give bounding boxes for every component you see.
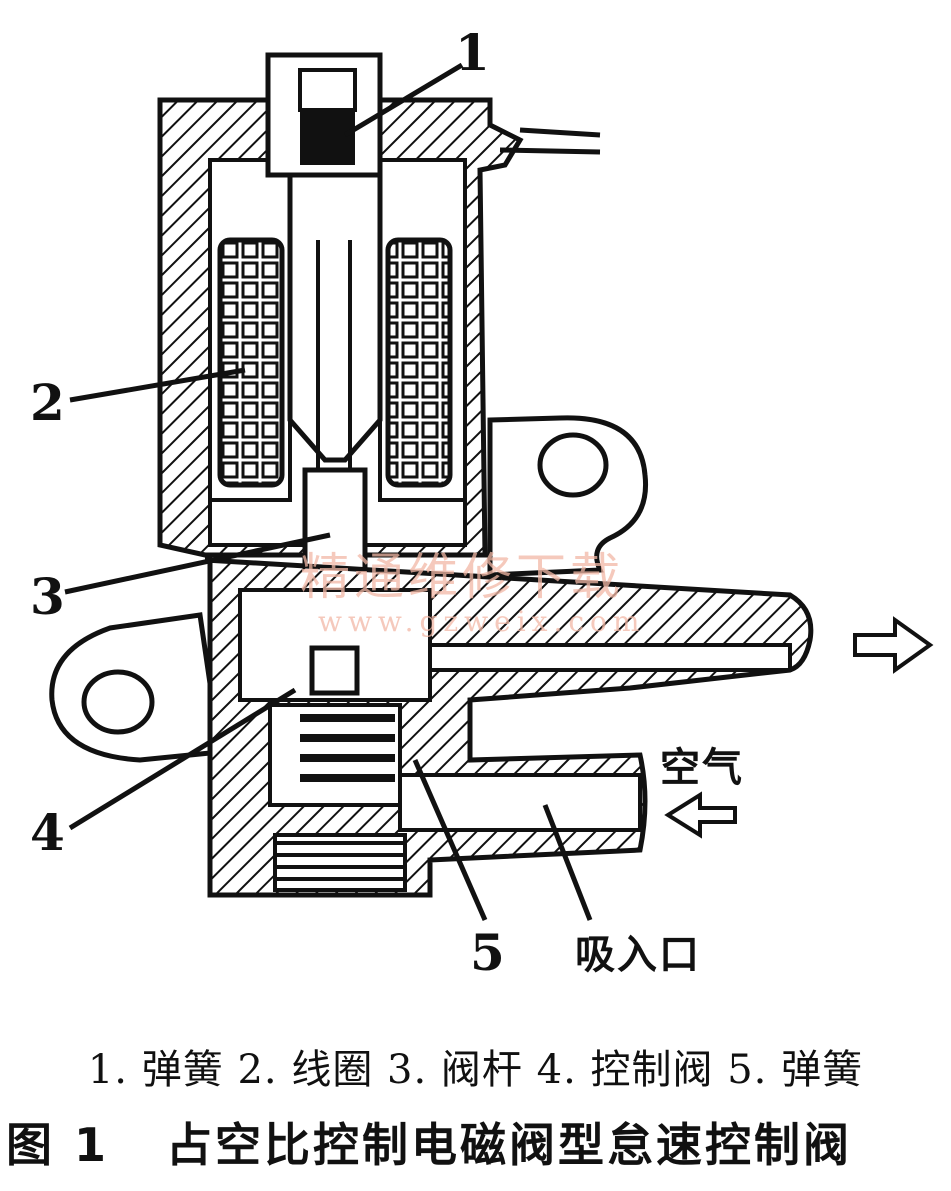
outlet-arrow [853,616,934,674]
air-label: 空气 [660,745,744,791]
right-mounting-flange [487,415,649,578]
leader-lines [64,62,593,922]
coil-windings [208,160,467,502]
watermark-text: 精通维修下载 [300,548,624,606]
watermark-url: www.gzweix.com [318,605,646,638]
callout-4: 4 [30,803,65,862]
callout-5: 5 [470,923,505,982]
solenoid-valve-diagram: 1 2 3 4 5 空气 吸入口 精通维修下载 www.gzweix.com [30,23,934,982]
leader-line-2 [69,367,246,403]
inlet-label: 吸入口 [575,932,701,978]
parts-legend: 1. 弹簧 2. 线圈 3. 阀杆 4. 控制阀 5. 弹簧 [87,1047,864,1093]
lower-body-outlet [204,557,814,898]
leader-line-4 [68,687,297,831]
inlet-arrow [664,791,737,839]
callout-1: 1 [455,23,490,82]
callout-3: 3 [30,567,65,626]
figure-title: 占空比控制电磁阀型怠速控制阀 [166,1118,852,1172]
valve-cross-section [49,52,934,922]
callout-2: 2 [30,373,65,432]
leader-line-5 [412,758,488,922]
leader-line-3 [64,532,331,595]
left-mounting-flange [49,612,223,763]
leader-line-1 [343,62,464,138]
leader-line-inlet [542,804,593,921]
figure-number: 图 1 [6,1118,110,1172]
